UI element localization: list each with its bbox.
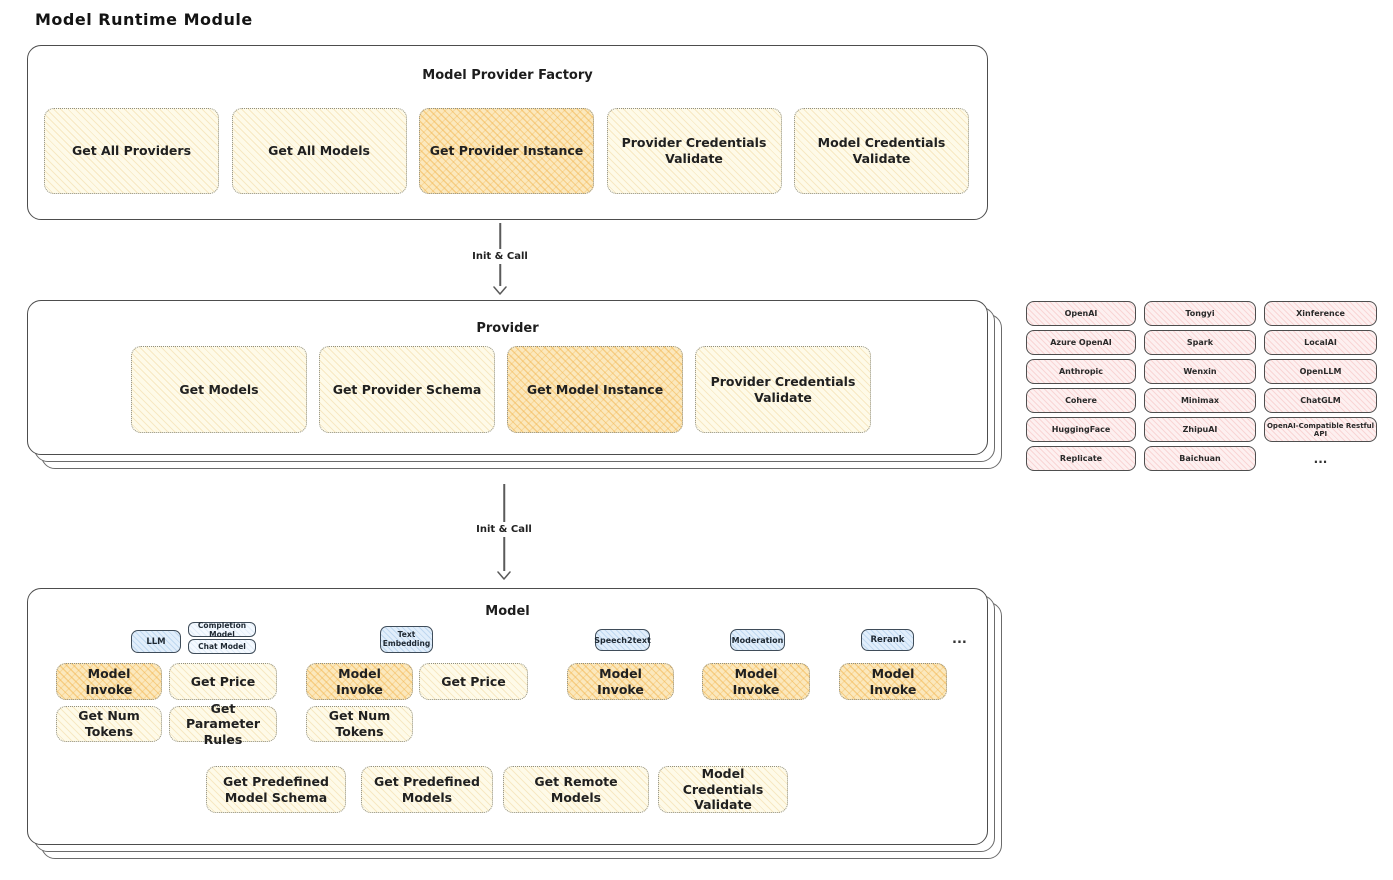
node-model-credentials-validate-2[interactable]: Model Credentials Validate xyxy=(658,766,788,813)
provider-title: Provider xyxy=(476,321,539,336)
arrow-head-icon xyxy=(493,286,507,295)
node-get-provider-instance[interactable]: Get Provider Instance xyxy=(419,108,594,194)
node-llm-get-price[interactable]: Get Price xyxy=(169,663,277,700)
provider-item-tongyi[interactable]: Tongyi xyxy=(1144,301,1256,326)
provider-item-openllm[interactable]: OpenLLM xyxy=(1264,359,1377,384)
factory-title: Model Provider Factory xyxy=(422,68,593,83)
tag-speech2text[interactable]: Speech2text xyxy=(594,629,651,651)
arrow-factory-to-provider: Init & Call xyxy=(468,223,532,295)
tag-rerank[interactable]: Rerank xyxy=(861,629,914,651)
node-get-all-models[interactable]: Get All Models xyxy=(231,108,407,194)
provider-item-anthropic[interactable]: Anthropic xyxy=(1026,359,1136,384)
node-embedding-model-invoke[interactable]: Model Invoke xyxy=(306,663,413,700)
node-get-predefined-model-schema[interactable]: Get Predefined Model Schema xyxy=(206,766,346,813)
tag-completion-model[interactable]: Completion Model xyxy=(188,621,256,639)
provider-item-xinference[interactable]: Xinference xyxy=(1264,301,1377,326)
node-llm-get-num-tokens[interactable]: Get Num Tokens xyxy=(56,706,162,742)
tag-chat-model[interactable]: Chat Model xyxy=(188,639,256,654)
node-get-remote-models[interactable]: Get Remote Models xyxy=(503,766,649,813)
diagram-title: Model Runtime Module xyxy=(35,10,253,29)
node-get-predefined-models[interactable]: Get Predefined Models xyxy=(361,766,493,813)
provider-item-replicate[interactable]: Replicate xyxy=(1026,446,1136,471)
node-rerank-model-invoke[interactable]: Model Invoke xyxy=(839,663,947,700)
node-get-models[interactable]: Get Models xyxy=(131,346,307,433)
node-provider-credentials-validate[interactable]: Provider Credentials Validate xyxy=(606,108,782,194)
node-llm-model-invoke[interactable]: Model Invoke xyxy=(56,663,162,700)
model-tags-ellipsis: ... xyxy=(952,632,967,647)
tag-text-embedding[interactable]: Text Embedding xyxy=(380,626,433,653)
provider-item-zhipuai[interactable]: ZhipuAI xyxy=(1144,417,1256,442)
arrow-head-icon xyxy=(497,571,511,580)
model-container[interactable]: Model LLM Completion Model Chat Model Te… xyxy=(27,588,988,845)
provider-item-openai-compatible[interactable]: OpenAI-Compatible Restful API xyxy=(1264,417,1377,442)
node-llm-get-parameter-rules[interactable]: Get Parameter Rules xyxy=(169,701,277,747)
provider-container[interactable]: Provider Get Models Get Provider Schema … xyxy=(27,300,988,455)
factory-node-row: Get All Providers Get All Models Get Pro… xyxy=(44,108,969,194)
node-embedding-get-num-tokens[interactable]: Get Num Tokens xyxy=(306,706,413,742)
node-embedding-get-price[interactable]: Get Price xyxy=(419,663,528,700)
provider-item-azure-openai[interactable]: Azure OpenAI xyxy=(1026,330,1136,355)
node-get-provider-schema[interactable]: Get Provider Schema xyxy=(319,346,495,433)
model-title: Model xyxy=(485,604,530,619)
factory-container[interactable]: Model Provider Factory Get All Providers… xyxy=(27,45,988,220)
provider-item-cohere[interactable]: Cohere xyxy=(1026,388,1136,413)
provider-item-localai[interactable]: LocalAI xyxy=(1264,330,1377,355)
provider-item-minimax[interactable]: Minimax xyxy=(1144,388,1256,413)
arrow-label-init-call-1: Init & Call xyxy=(468,249,532,264)
provider-item-openai[interactable]: OpenAI xyxy=(1026,301,1136,326)
provider-item-chatglm[interactable]: ChatGLM xyxy=(1264,388,1377,413)
tag-llm[interactable]: LLM xyxy=(131,630,181,653)
node-speech2text-model-invoke[interactable]: Model Invoke xyxy=(567,663,674,700)
arrow-label-init-call-2: Init & Call xyxy=(472,522,536,537)
arrow-provider-to-model: Init & Call xyxy=(472,484,536,580)
node-model-credentials-validate[interactable]: Model Credentials Validate xyxy=(794,108,969,194)
provider-item-spark[interactable]: Spark xyxy=(1144,330,1256,355)
provider-item-huggingface[interactable]: HuggingFace xyxy=(1026,417,1136,442)
node-moderation-model-invoke[interactable]: Model Invoke xyxy=(702,663,810,700)
provider-item-wenxin[interactable]: Wenxin xyxy=(1144,359,1256,384)
node-get-model-instance[interactable]: Get Model Instance xyxy=(507,346,683,433)
provider-item-baichuan[interactable]: Baichuan xyxy=(1144,446,1256,471)
node-provider-credentials-validate-2[interactable]: Provider Credentials Validate xyxy=(695,346,871,433)
provider-list-ellipsis: ... xyxy=(1313,451,1328,466)
provider-node-row: Get Models Get Provider Schema Get Model… xyxy=(131,346,871,433)
provider-list-grid: OpenAI Tongyi Xinference Azure OpenAI Sp… xyxy=(1026,301,1377,471)
node-get-all-providers[interactable]: Get All Providers xyxy=(44,108,219,194)
tag-moderation[interactable]: Moderation xyxy=(730,629,785,651)
